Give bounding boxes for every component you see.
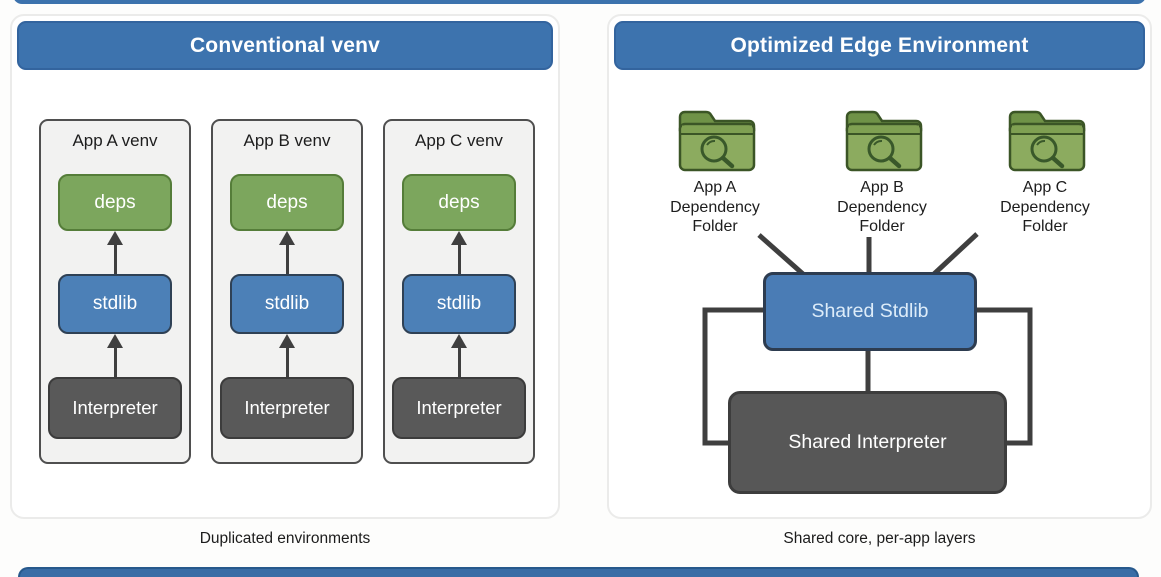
shared-stdlib-label: Shared Stdlib [811, 300, 929, 322]
up-arrow-icon [107, 334, 123, 377]
deps-box: deps [230, 174, 344, 231]
left-panel-title: Conventional venv [189, 33, 381, 57]
up-arrow-icon [107, 231, 123, 274]
venv-column-c: App C venv deps stdlib Interpreter [383, 119, 535, 464]
shared-interpreter-box: Shared Interpreter [728, 391, 1007, 494]
top-edge-bar [13, 0, 1146, 4]
venv-column-title: App C venv [415, 131, 503, 150]
bottom-edge-bar [18, 567, 1139, 577]
stdlib-label: stdlib [92, 293, 138, 314]
interpreter-box: Interpreter [220, 377, 354, 439]
deps-label: deps [438, 191, 480, 213]
shared-interpreter-label: Shared Interpreter [788, 431, 947, 453]
right-panel-title: Optimized Edge Environment [730, 33, 1029, 57]
venv-column-b: App B venv deps stdlib Interpreter [211, 119, 363, 464]
connector-lines [702, 232, 1033, 446]
interpreter-label: Interpreter [416, 397, 502, 418]
conventional-venv-panel: Conventional venv App A venv deps stdlib… [10, 14, 560, 519]
stdlib-box: stdlib [402, 274, 516, 334]
right-panel-caption: Shared core, per-app layers [783, 530, 976, 547]
stdlib-label: stdlib [436, 293, 482, 314]
interpreter-label: Interpreter [244, 397, 330, 418]
app-a-dependency-folder: App A Dependency Folder [640, 104, 790, 237]
folder-label: App A Dependency Folder [670, 179, 760, 235]
interpreter-box: Interpreter [392, 377, 526, 439]
venv-columns: App A venv deps stdlib Interpreter App B… [39, 119, 535, 464]
right-panel-header: Optimized Edge Environment [614, 21, 1145, 70]
folder-label: App B Dependency Folder [837, 179, 927, 235]
deps-label: deps [94, 191, 136, 213]
deps-box: deps [58, 174, 172, 231]
up-arrow-icon [279, 334, 295, 377]
up-arrow-icon [279, 231, 295, 274]
folder-label: App C Dependency Folder [1000, 179, 1090, 235]
left-panel-caption: Duplicated environments [199, 530, 371, 547]
app-c-dependency-folder: App C Dependency Folder [970, 104, 1120, 237]
left-panel-header: Conventional venv [17, 21, 553, 70]
venv-column-title: App A venv [72, 131, 158, 150]
interpreter-label: Interpreter [72, 397, 158, 418]
deps-box: deps [402, 174, 516, 231]
stdlib-box: stdlib [230, 274, 344, 334]
folder-search-icon [678, 110, 756, 172]
venv-column-title: App B venv [243, 131, 331, 150]
venv-column-a: App A venv deps stdlib Interpreter [39, 119, 191, 464]
stdlib-label: stdlib [264, 293, 310, 314]
stdlib-box: stdlib [58, 274, 172, 334]
up-arrow-icon [451, 334, 467, 377]
shared-stdlib-box: Shared Stdlib [763, 272, 977, 351]
optimized-edge-panel: Optimized Edge Environment [607, 14, 1152, 519]
up-arrow-icon [451, 231, 467, 274]
deps-label: deps [266, 191, 308, 213]
app-b-dependency-folder: App B Dependency Folder [807, 104, 957, 237]
folder-search-icon [1008, 110, 1086, 172]
interpreter-box: Interpreter [48, 377, 182, 439]
folder-search-icon [845, 110, 923, 172]
